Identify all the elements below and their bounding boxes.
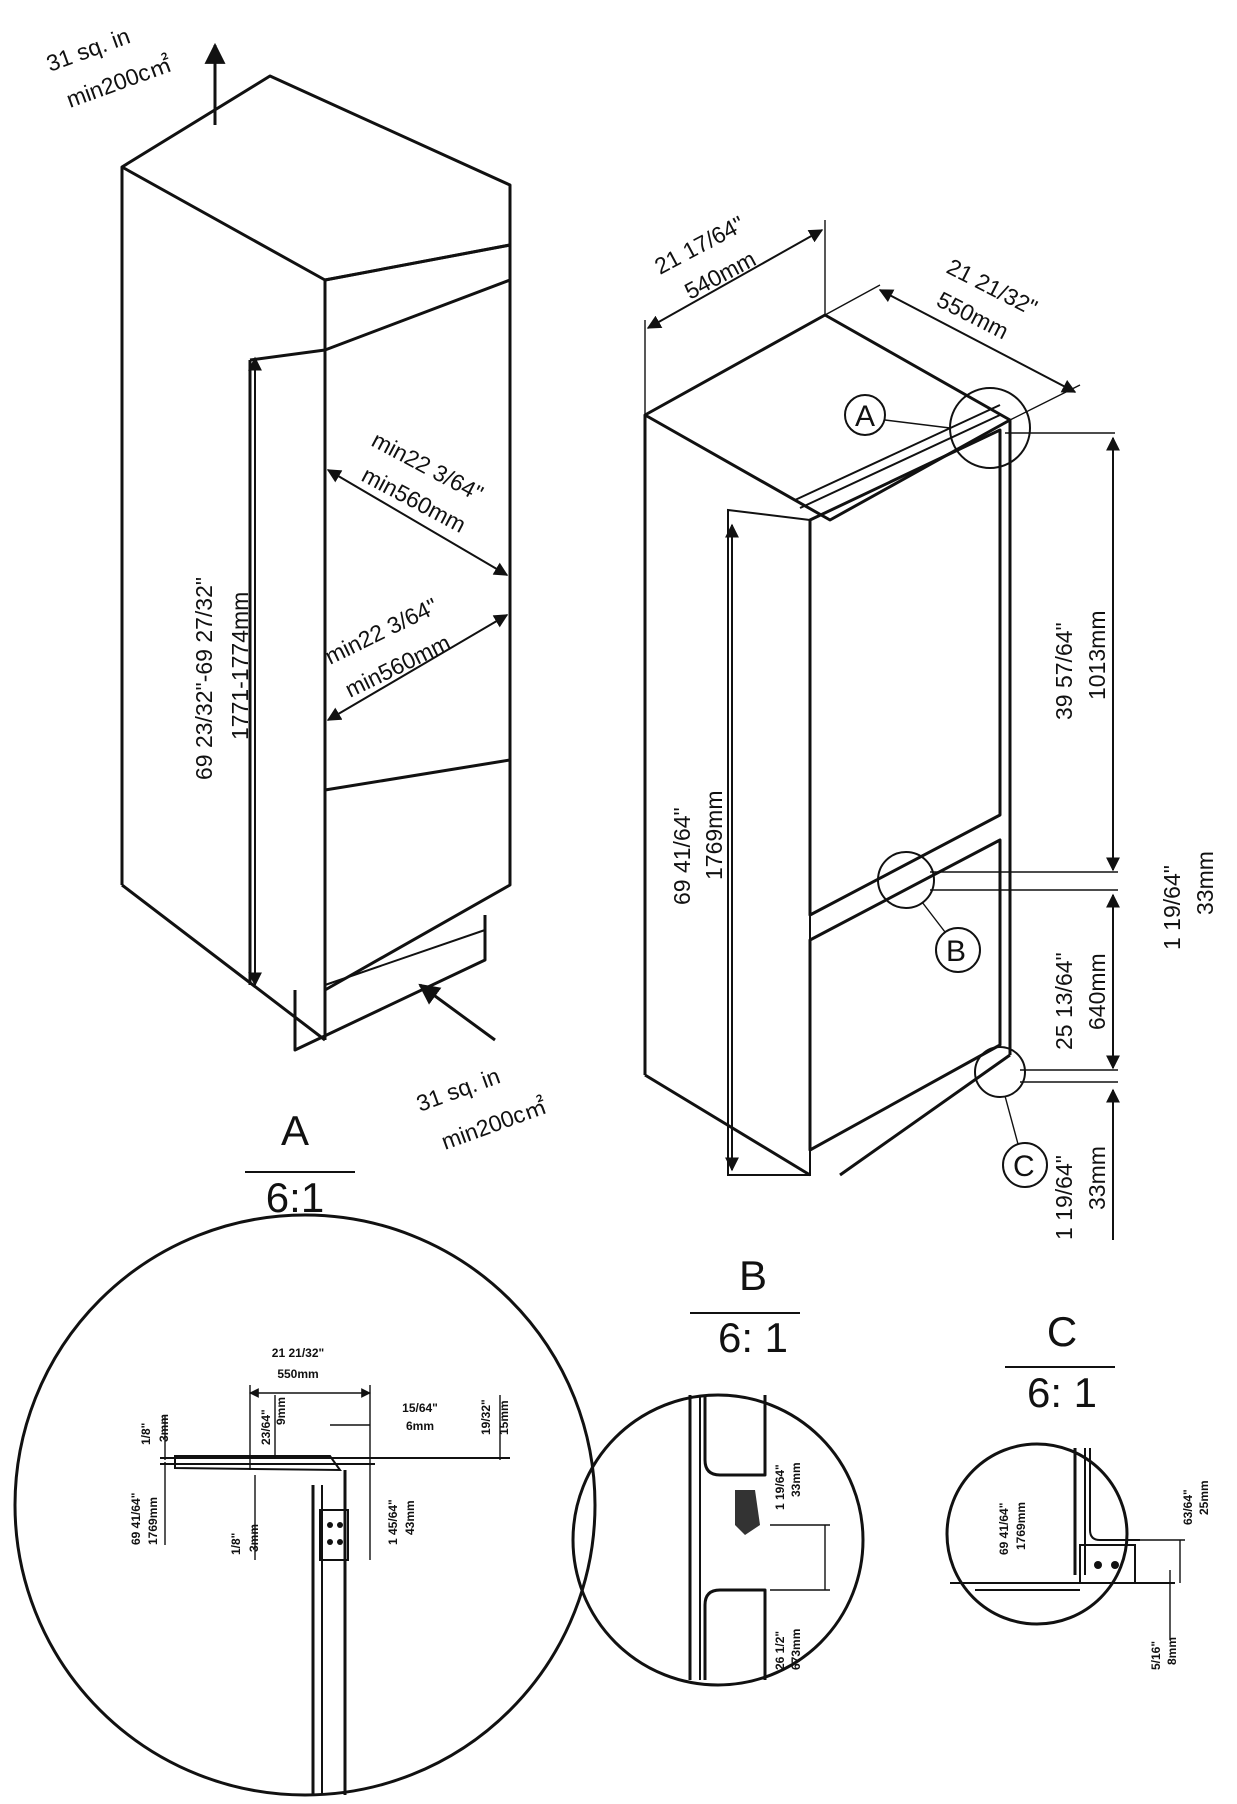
- niche-cabinet: [120, 74, 512, 1052]
- callout-c-circle: [974, 1046, 1026, 1098]
- detail-c-d3-inch: 5/16": [1149, 1641, 1163, 1670]
- detail-a-d2-mm: 6mm: [406, 1419, 434, 1433]
- detail-a-d7-mm: 43mm: [403, 1500, 417, 1535]
- appliance-side-panel: [727, 508, 811, 1176]
- callout-a-label: A: [855, 400, 875, 433]
- detail-c-d1-inch: 69 41/64": [997, 1503, 1011, 1555]
- callout-b-bubble: [935, 927, 981, 973]
- detail-a-scale: 6:1: [266, 1174, 324, 1221]
- niche-top-panel: [120, 74, 512, 282]
- detail-a-top-inch: 21 21/32": [272, 1346, 324, 1360]
- detail-c-scale: 6: 1: [1027, 1369, 1097, 1416]
- callout-b-circle: [877, 851, 935, 909]
- appliance-upper-door-inch: 39 57/64": [1051, 622, 1077, 720]
- detail-a-circle: [13, 1213, 597, 1797]
- detail-b-d2-mm: 673mm: [789, 1629, 803, 1670]
- appliance-total-height-mm: 1769mm: [701, 791, 727, 880]
- appliance-upper-door-mm: 1013mm: [1084, 611, 1110, 700]
- niche-height-inch: 69 23/32"-69 27/32": [191, 577, 217, 780]
- appliance-width-dimension: [646, 229, 824, 329]
- appliance-top: [643, 313, 1012, 522]
- niche-plinth: [323, 758, 512, 992]
- detail-b-d1-inch: 1 19/64": [773, 1464, 787, 1510]
- detail-b-circle: [571, 1393, 865, 1687]
- detail-a-d7-inch: 1 45/64": [386, 1499, 400, 1545]
- detail-a-d1-inch: 23/64": [259, 1409, 273, 1445]
- detail-a-d6-mm: 3mm: [247, 1524, 261, 1552]
- niche-height-mm: 1771-1774mm: [227, 592, 253, 740]
- detail-b-title: B: [739, 1252, 767, 1299]
- appliance-lower-door-inch: 25 13/64": [1051, 952, 1077, 1050]
- detail-a-d5-inch: 69 41/64": [129, 1493, 143, 1545]
- callout-c-bubble: [1002, 1142, 1048, 1188]
- detail-a-d6-inch: 1/8": [229, 1533, 243, 1555]
- detail-c-title: C: [1047, 1308, 1077, 1355]
- detail-a-d1-mm: 9mm: [274, 1397, 288, 1425]
- detail-c: C 6: 1 69 41/64" 1769mm 63/64" 25mm 5/16…: [945, 1308, 1211, 1670]
- appliance-lower-door-mm: 640mm: [1084, 953, 1110, 1030]
- niche-width-lower-dimension: [326, 614, 509, 721]
- callout-b-label: B: [946, 935, 966, 968]
- detail-a-d5-mm: 1769mm: [146, 1497, 160, 1545]
- detail-a: A 6:1 21 21/32" 550mm 23/64" 9mm 15/64" …: [13, 1107, 597, 1797]
- detail-c-d2-inch: 63/64": [1181, 1489, 1195, 1525]
- detail-b-scale: 6: 1: [718, 1314, 788, 1361]
- vent-bottom-label-1: 31 sq. in: [413, 1063, 504, 1117]
- appliance-bottom-gap-inch: 1 19/64": [1051, 1155, 1077, 1240]
- detail-c-d2-mm: 25mm: [1197, 1480, 1211, 1515]
- detail-a-d4-inch: 1/8": [139, 1423, 153, 1445]
- detail-a-top-mm: 550mm: [277, 1367, 318, 1381]
- appliance-total-height-inch: 69 41/64": [669, 807, 695, 905]
- niche-bottom-edge: [121, 883, 326, 1042]
- appliance-body: [643, 313, 1012, 1177]
- detail-c-d1-mm: 1769mm: [1014, 1502, 1028, 1550]
- appliance-depth-dimension: [878, 289, 1077, 393]
- appliance-lower-door: [808, 838, 1002, 1152]
- detail-b-d2-inch: 26 1/2": [773, 1631, 787, 1670]
- niche-front-rail: [323, 243, 512, 352]
- callout-a-circle: [949, 387, 1031, 469]
- appliance-bottom-gap-mm: 33mm: [1084, 1146, 1110, 1210]
- appliance-gap-inch: 1 19/64": [1159, 865, 1185, 950]
- detail-a-title: A: [281, 1107, 309, 1154]
- detail-a-d4-mm: 3mm: [157, 1414, 171, 1442]
- appliance-upper-door: [808, 428, 1002, 917]
- detail-b-d1-mm: 33mm: [789, 1462, 803, 1497]
- appliance-gap-mm: 33mm: [1192, 851, 1218, 915]
- detail-a-d3-mm: 15mm: [497, 1400, 511, 1435]
- detail-c-circle: [945, 1442, 1129, 1626]
- niche-plinth-vent: [293, 915, 487, 1052]
- detail-b: B 6: 1 1 19/64" 33mm 26 1/2" 673mm: [571, 1252, 865, 1687]
- callout-c-label: C: [1013, 1150, 1035, 1183]
- callout-a-bubble: [844, 394, 886, 436]
- vent-bottom-arrow: [418, 983, 496, 1042]
- detail-a-d3-inch: 19/32": [479, 1399, 493, 1435]
- detail-c-d3-mm: 8mm: [1165, 1637, 1179, 1665]
- detail-a-d2-inch: 15/64": [402, 1401, 438, 1415]
- niche-width-upper-dimension: [326, 469, 509, 576]
